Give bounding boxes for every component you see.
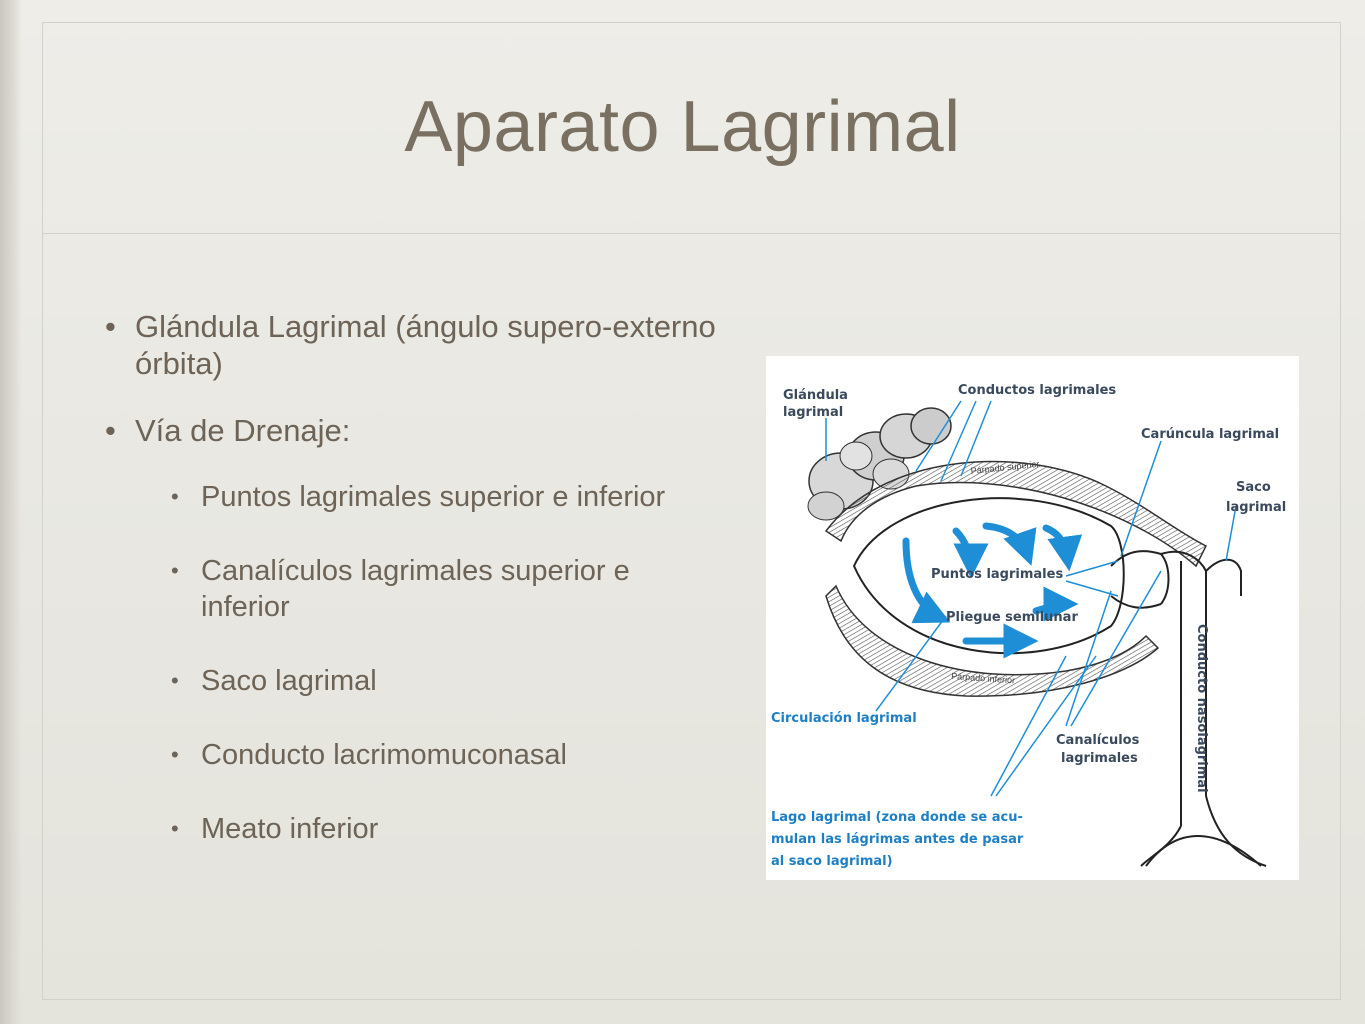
title-divider xyxy=(43,233,1340,234)
label-lago-2: mulan las lágrimas antes de pasar xyxy=(771,832,1024,847)
sub-bullet-puntos: Puntos lagrimales superior e inferior xyxy=(171,479,725,515)
slide-title: Aparato Lagrimal xyxy=(404,87,961,167)
label-pliegue: Pliegue semilunar xyxy=(946,610,1078,625)
label-circulacion: Circulación lagrimal xyxy=(771,711,917,726)
lacrimal-gland-drawing xyxy=(807,407,952,521)
label-conductos: Conductos lagrimales xyxy=(958,383,1116,398)
sub-bullet-saco: Saco lagrimal xyxy=(171,663,725,699)
label-lago-3: al saco lagrimal) xyxy=(771,854,893,869)
label-parpado-inferior: Párpado inferior xyxy=(951,671,1016,685)
label-lago-1: Lago lagrimal (zona donde se acu- xyxy=(771,810,1023,825)
page-edge-shadow xyxy=(0,0,22,1024)
sub-bullet-conducto: Conducto lacrimomuconasal xyxy=(171,737,725,773)
label-saco-1: Saco xyxy=(1236,480,1271,495)
lower-eyelid-drawing xyxy=(825,584,1160,697)
tear-flow-arrows xyxy=(902,522,1083,659)
label-canaliculos-1: Canalículos xyxy=(1056,733,1140,748)
leader-lines xyxy=(825,400,1237,797)
lacrimal-apparatus-illustration: Glándula lagrimal Conductos lagrimales C… xyxy=(766,356,1299,880)
sub-bullet-meato: Meato inferior xyxy=(171,811,725,847)
bullet-list: Glándula Lagrimal (ángulo supero-externo… xyxy=(105,308,725,885)
label-caruncula: Carúncula lagrimal xyxy=(1141,427,1279,442)
slide-frame xyxy=(42,22,1341,1000)
drainage-system-drawing xyxy=(1110,550,1267,867)
bullet-via-drenaje: Vía de Drenaje: xyxy=(105,412,725,449)
bullet-glandula: Glándula Lagrimal (ángulo supero-externo… xyxy=(105,308,725,382)
label-saco-2: lagrimal xyxy=(1226,500,1286,515)
label-glandula-2: lagrimal xyxy=(783,405,843,420)
label-glandula-1: Glándula xyxy=(783,388,848,403)
sub-bullet-canaliculos: Canalículos lagrimales superior e inferi… xyxy=(171,553,725,625)
label-puntos: Puntos lagrimales xyxy=(931,567,1063,582)
label-canaliculos-2: lagrimales xyxy=(1061,751,1138,766)
upper-eyelid-drawing xyxy=(824,460,1208,568)
illustration-svg: Glándula lagrimal Conductos lagrimales C… xyxy=(771,383,1286,869)
label-conducto-naso: Conducto nasolagrimal xyxy=(1194,624,1209,793)
